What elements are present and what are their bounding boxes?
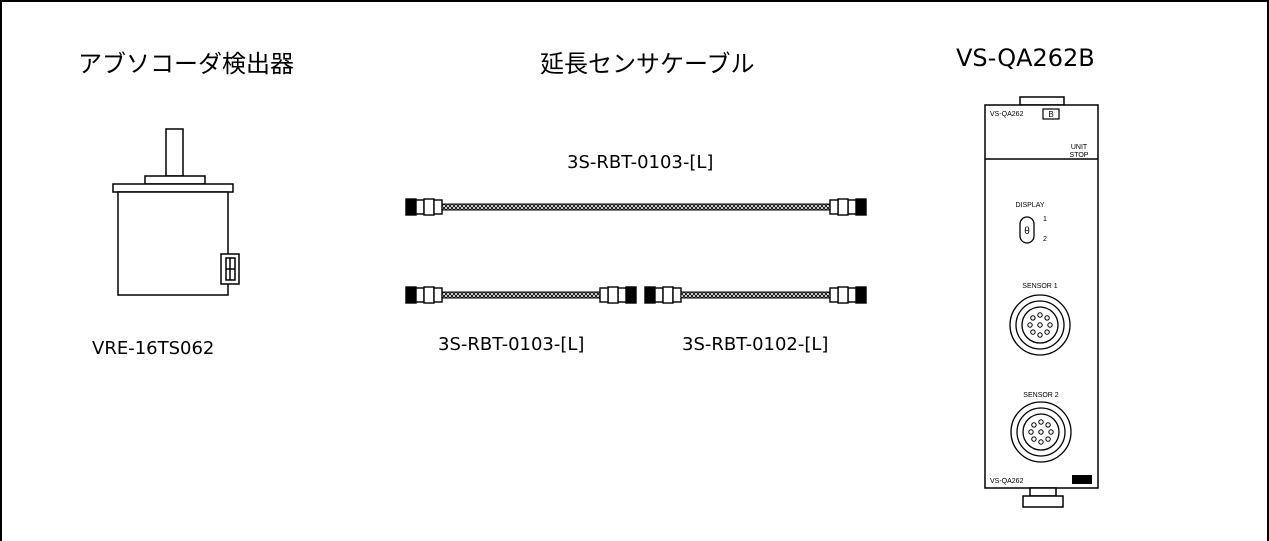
connector-pin bbox=[1030, 329, 1036, 335]
cable-long bbox=[405, 198, 867, 216]
connector-pin bbox=[1038, 419, 1044, 425]
connector-pin bbox=[1037, 312, 1043, 318]
sensor1-label: SENSOR 1 bbox=[1022, 283, 1058, 290]
cable-short-left-left-connector bbox=[405, 286, 443, 304]
connector-pin bbox=[1048, 429, 1054, 435]
cable-long-label: 3S-RBT-0103-[L] bbox=[567, 152, 714, 173]
connector-pin bbox=[1028, 429, 1034, 435]
cable-short-left-right-connector bbox=[599, 286, 637, 304]
cable-drawings bbox=[405, 198, 867, 304]
unit-drawing bbox=[984, 96, 1099, 508]
unit-suffix-badge: B bbox=[1048, 110, 1053, 119]
display-position-1: 1 bbox=[1043, 216, 1047, 223]
cable-long-right-connector bbox=[829, 198, 867, 216]
cable-short-right-right-connector bbox=[829, 286, 867, 304]
connector-pin bbox=[1038, 429, 1044, 435]
cable-short-right-label: 3S-RBT-0102-[L] bbox=[682, 334, 829, 355]
display-label: DISPLAY bbox=[1015, 202, 1044, 209]
display-switch-symbol: θ bbox=[1024, 226, 1030, 237]
connector-pin bbox=[1031, 436, 1037, 442]
heading-encoder: アブソコーダ検出器 bbox=[78, 50, 294, 78]
connector-pin bbox=[1037, 332, 1043, 338]
connector-pin bbox=[1045, 436, 1051, 442]
sensor2-label: SENSOR 2 bbox=[1023, 392, 1059, 399]
cable-short-right bbox=[644, 286, 867, 304]
unit-stop-line2: STOP bbox=[1070, 152, 1089, 159]
connector-pin bbox=[1037, 322, 1043, 328]
unit-model-bottom: VS-QA262 bbox=[990, 478, 1024, 485]
display-position-2: 2 bbox=[1043, 236, 1047, 243]
connector-pin bbox=[1030, 315, 1036, 321]
connector-pin bbox=[1038, 439, 1044, 445]
connector-pin bbox=[1044, 329, 1050, 335]
encoder-drawing bbox=[112, 128, 240, 296]
unit-model-top: VS-QA262 bbox=[990, 111, 1024, 118]
connector-pin bbox=[1047, 322, 1053, 328]
cable-short-right-left-connector bbox=[644, 286, 682, 304]
cable-short-left-label: 3S-RBT-0103-[L] bbox=[438, 334, 585, 355]
sensor2-connector-pins bbox=[1028, 419, 1054, 445]
unit-stop-line1: UNIT bbox=[1071, 144, 1088, 151]
heading-unit: VS-QA262B bbox=[956, 44, 1095, 72]
cable-long-left-connector bbox=[405, 198, 443, 216]
connector-pin bbox=[1027, 322, 1033, 328]
encoder-model-label: VRE-16TS062 bbox=[92, 338, 215, 359]
nsd-logo-icon bbox=[1072, 475, 1092, 484]
connector-pin bbox=[1044, 315, 1050, 321]
sensor1-connector-pins bbox=[1027, 312, 1053, 338]
connector-pin bbox=[1045, 422, 1051, 428]
heading-cable: 延長センサケーブル bbox=[540, 50, 755, 78]
cable-short-left bbox=[405, 286, 637, 304]
connector-pin bbox=[1031, 422, 1037, 428]
